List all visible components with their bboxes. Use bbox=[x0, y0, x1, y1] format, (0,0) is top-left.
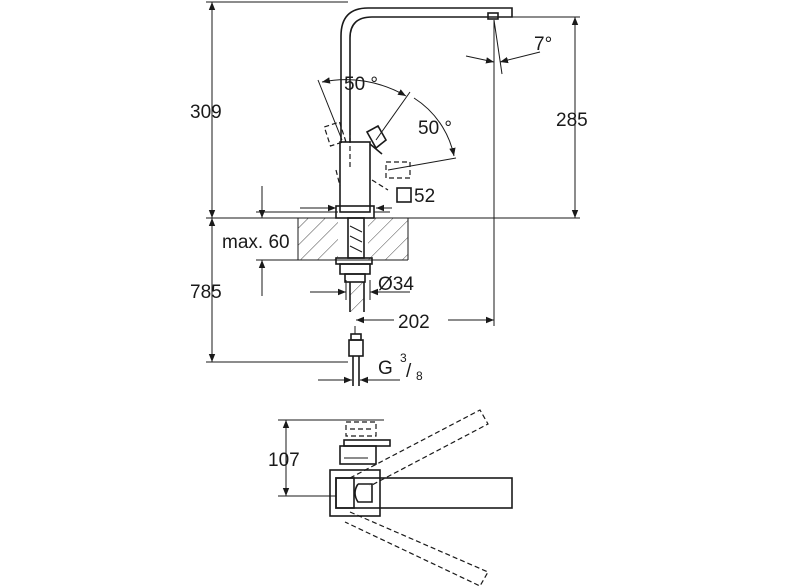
dim-max60-label: max. 60 bbox=[222, 232, 290, 253]
dim-107-label: 107 bbox=[268, 450, 300, 471]
countertop-section bbox=[297, 217, 409, 261]
dimension-7-degree: 7° bbox=[465, 19, 552, 326]
thread-denominator: 8 bbox=[416, 369, 423, 383]
plan-view: 107 bbox=[268, 409, 513, 587]
dimension-785: 785 bbox=[190, 218, 348, 363]
dim-50deg-top-label: 50 ° bbox=[344, 74, 378, 95]
dim-309-label: 309 bbox=[190, 102, 222, 123]
dimension-thread: G 3 / 8 bbox=[318, 351, 423, 384]
side-elevation: 309 285 7° 50 ° 50 ° 52 bbox=[190, 1, 588, 386]
dim-7deg-label: 7° bbox=[534, 34, 552, 55]
dim-52-label: 52 bbox=[414, 186, 435, 207]
dimension-285: 285 bbox=[500, 16, 588, 218]
dim-202-label: 202 bbox=[398, 312, 430, 333]
dim-785-label: 785 bbox=[190, 282, 222, 303]
dimension-309: 309 bbox=[190, 1, 348, 218]
dimension-max60: max. 60 bbox=[222, 186, 298, 296]
dim-50deg-side-label: 50 ° bbox=[418, 118, 452, 139]
thread-slash: / bbox=[406, 361, 412, 382]
dimension-diameter34: Ø34 bbox=[310, 274, 414, 300]
faucet-body bbox=[335, 7, 513, 219]
thread-g-label: G bbox=[378, 358, 393, 379]
lever-alternate-positions bbox=[323, 121, 411, 191]
thread-numerator: 3 bbox=[400, 351, 407, 365]
lever-angle-lines bbox=[317, 77, 457, 171]
dim-285-label: 285 bbox=[556, 110, 588, 131]
dimension-202: 202 bbox=[356, 308, 494, 333]
mounting-assembly bbox=[335, 217, 373, 386]
dim-d34-label: Ø34 bbox=[378, 274, 414, 295]
dimension-52: 52 bbox=[256, 186, 435, 218]
